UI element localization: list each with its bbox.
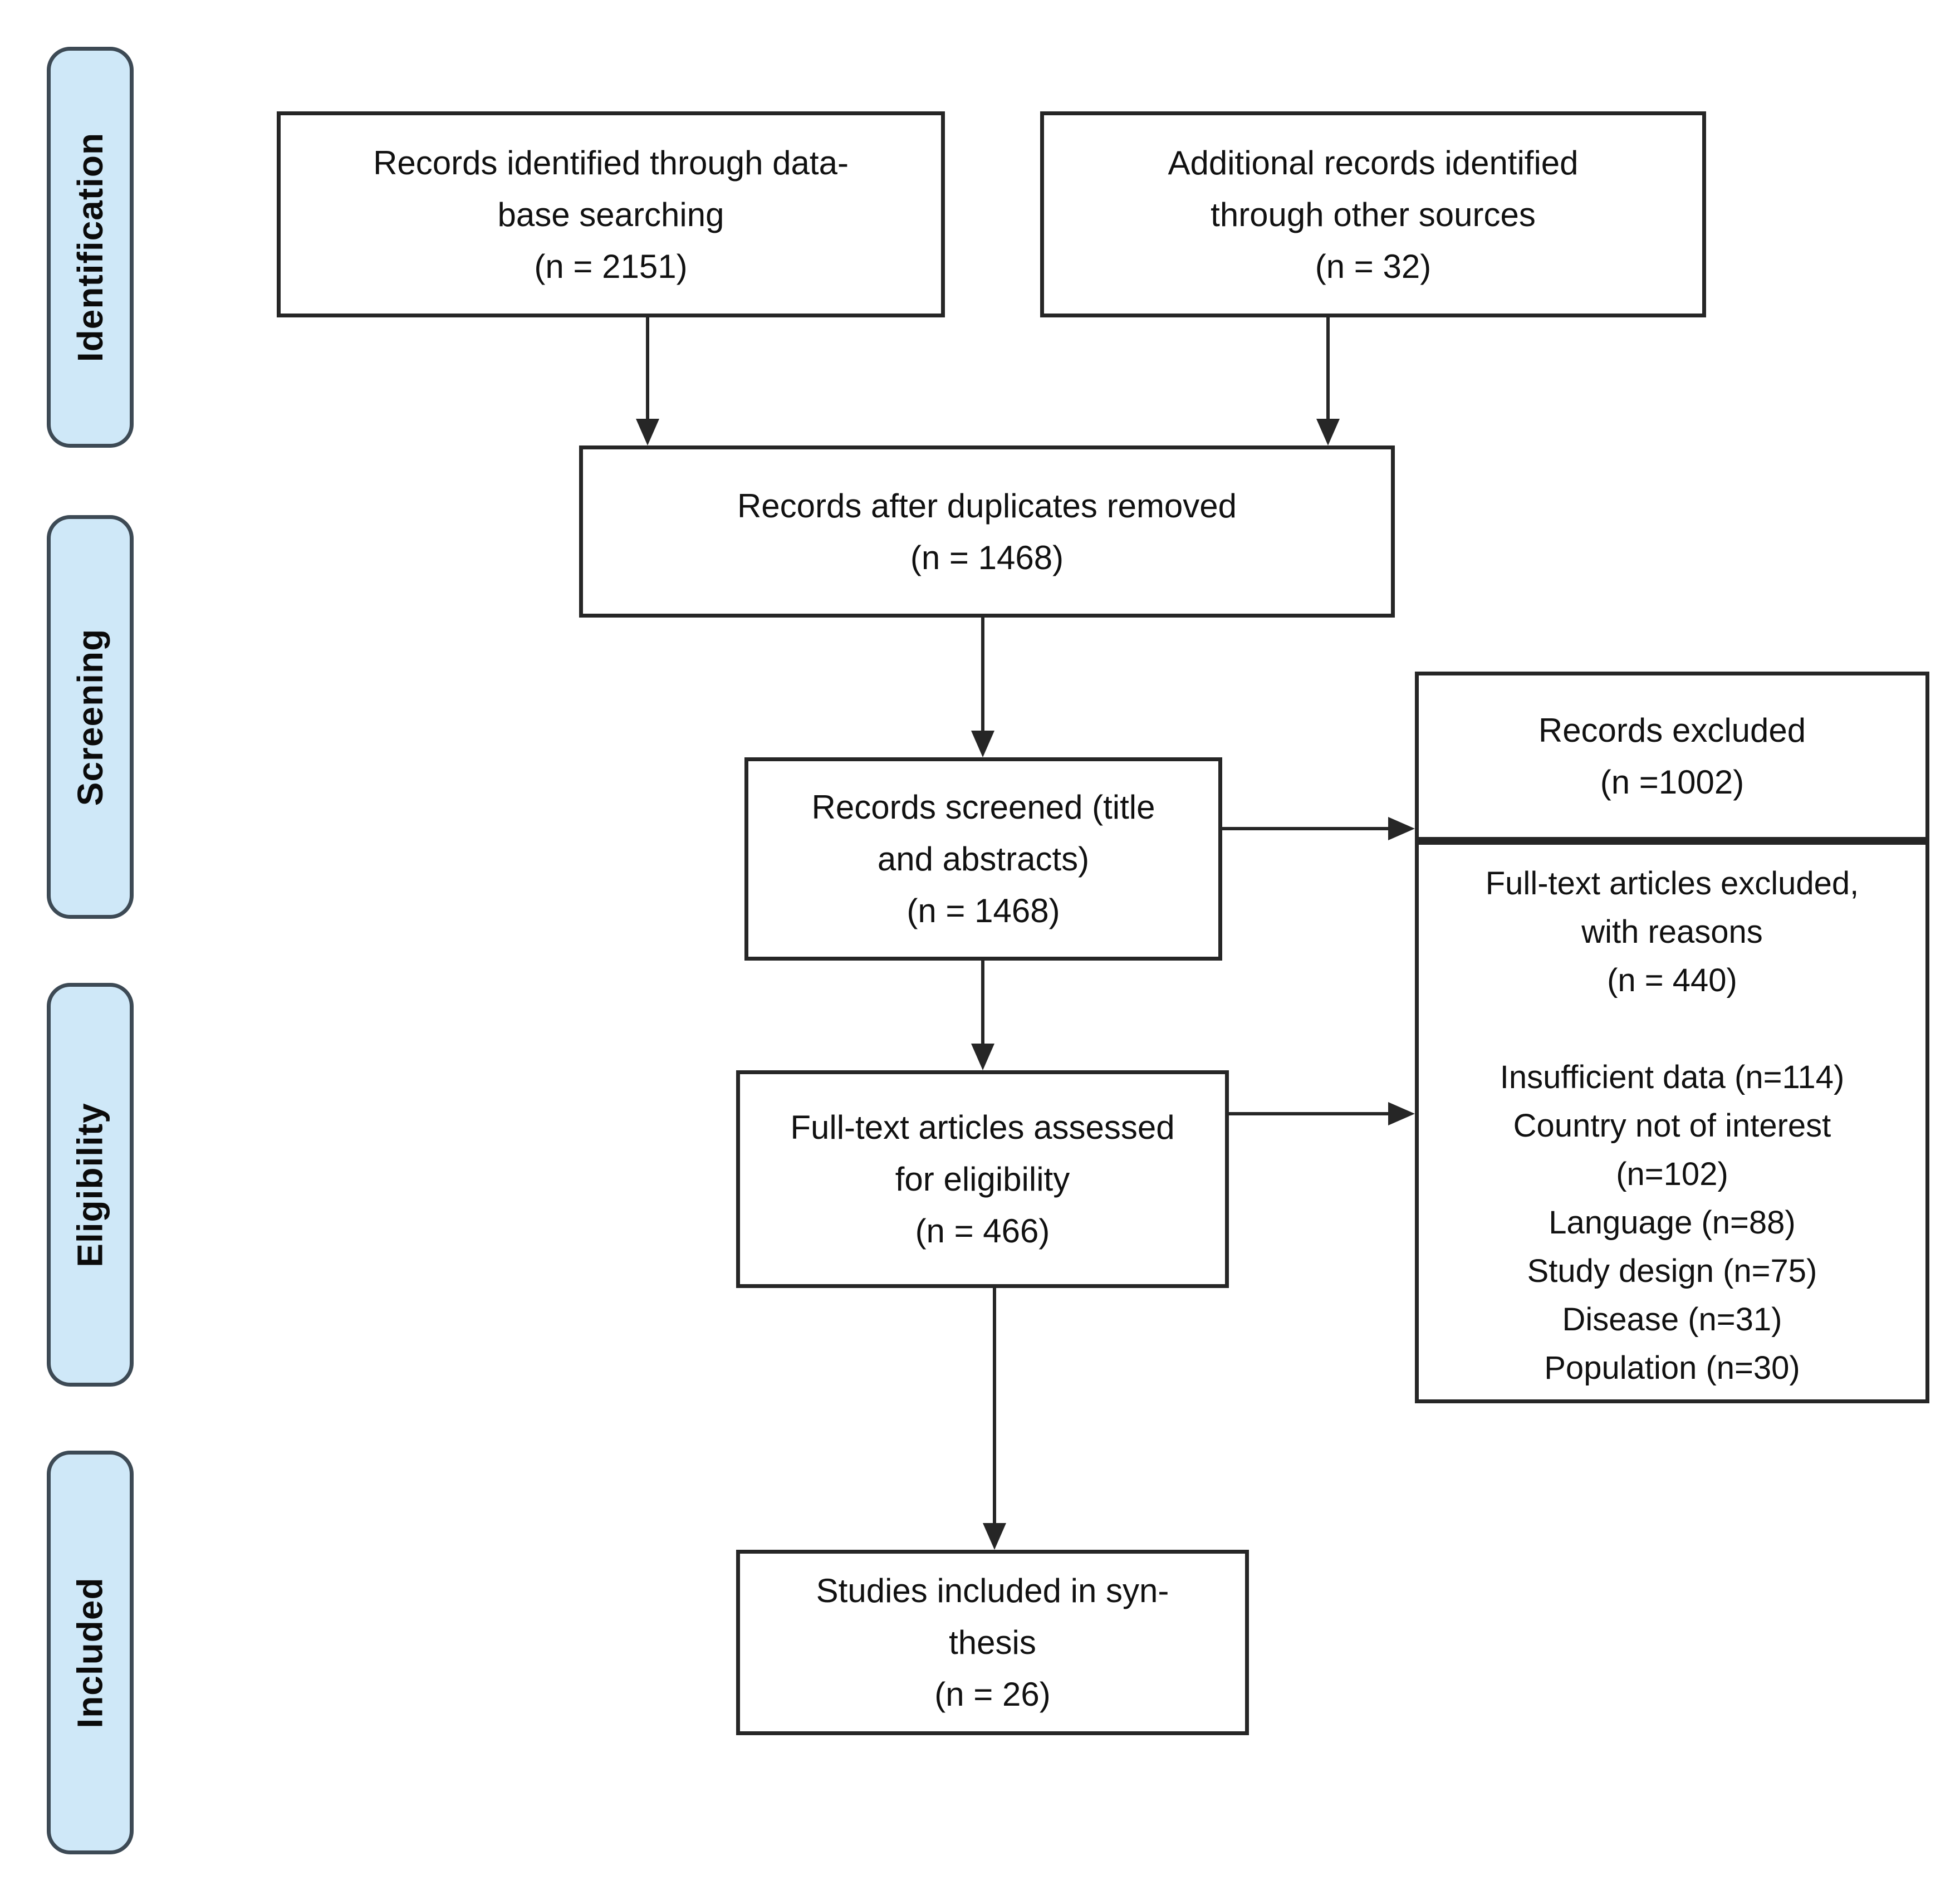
box-studies-included-synthesis-text: Studies included in syn- thesis (n = 26): [816, 1572, 1169, 1713]
box-records-identified-database: Records identified through data- base se…: [277, 111, 945, 317]
stage-identification: Identification: [47, 47, 134, 448]
box-additional-records-other-sources: Additional records identified through ot…: [1040, 111, 1706, 317]
box-records-identified-database-text: Records identified through data- base se…: [373, 144, 849, 285]
arrow-duplicates-to-screened-head: [971, 731, 994, 757]
arrow-screened-to-assessed-head: [971, 1044, 994, 1070]
stage-identification-label: Identification: [70, 132, 110, 363]
box-records-screened-text: Records screened (title and abstracts) (…: [811, 789, 1155, 929]
box-fulltext-articles-assessed: Full-text articles assessed for eligibil…: [736, 1070, 1229, 1288]
stage-screening-label: Screening: [70, 628, 110, 806]
box-fulltext-articles-excluded: Full-text articles excluded, with reason…: [1415, 841, 1929, 1403]
stage-screening: Screening: [47, 515, 134, 919]
box-fulltext-articles-excluded-text: Full-text articles excluded, with reason…: [1485, 865, 1859, 1386]
arrow-additional-to-duplicates-line: [1326, 317, 1330, 421]
stage-eligibility-label: Eligibility: [70, 1102, 110, 1267]
arrow-assessed-to-excluded-head: [1388, 1102, 1415, 1125]
arrow-screened-to-assessed-line: [981, 961, 984, 1046]
arrow-assessed-to-excluded-line: [1229, 1112, 1390, 1115]
arrow-assessed-to-included-line: [993, 1288, 996, 1525]
stage-included: Included: [47, 1451, 134, 1854]
box-records-excluded: Records excluded (n =1002): [1415, 672, 1929, 841]
box-records-screened: Records screened (title and abstracts) (…: [744, 757, 1222, 961]
box-additional-records-other-sources-text: Additional records identified through ot…: [1168, 144, 1579, 285]
arrow-database-to-duplicates-line: [646, 317, 649, 421]
box-records-after-duplicates-removed-text: Records after duplicates removed (n = 14…: [737, 487, 1237, 576]
stage-eligibility: Eligibility: [47, 983, 134, 1387]
box-fulltext-articles-assessed-text: Full-text articles assessed for eligibil…: [790, 1109, 1175, 1250]
arrow-screened-to-excluded-head: [1388, 817, 1415, 840]
box-records-excluded-text: Records excluded (n =1002): [1538, 712, 1806, 801]
arrow-duplicates-to-screened-line: [981, 618, 984, 733]
arrow-assessed-to-included-head: [983, 1523, 1006, 1550]
arrow-screened-to-excluded-line: [1222, 827, 1390, 830]
box-records-after-duplicates-removed: Records after duplicates removed (n = 14…: [579, 445, 1395, 618]
arrow-database-to-duplicates-head: [636, 419, 659, 445]
arrow-additional-to-duplicates-head: [1316, 419, 1340, 445]
stage-included-label: Included: [70, 1576, 110, 1729]
box-studies-included-synthesis: Studies included in syn- thesis (n = 26): [736, 1550, 1249, 1735]
